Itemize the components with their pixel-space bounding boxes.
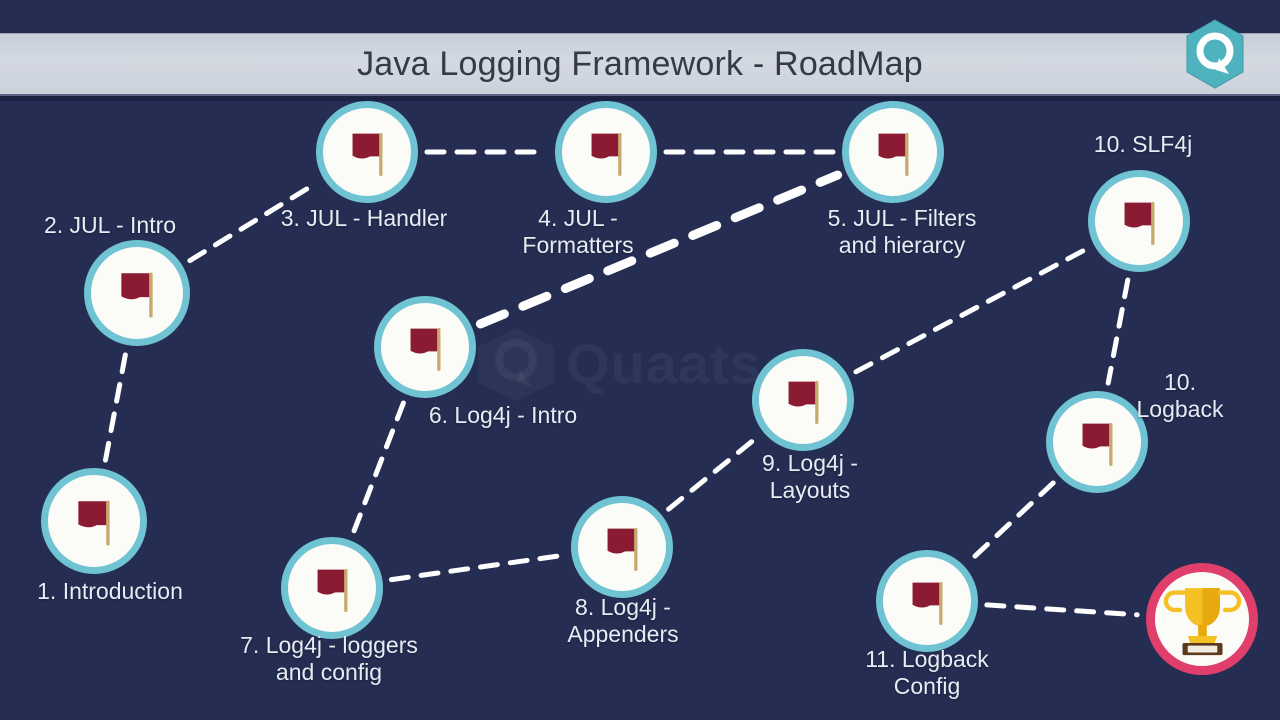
flag-icon	[410, 327, 440, 371]
roadmap-node-label-n11: 10. Logback	[1136, 369, 1224, 422]
flag-icon	[1124, 201, 1154, 245]
connector-n9-n10	[853, 246, 1089, 375]
trophy-icon	[1163, 587, 1241, 655]
roadmap-node-n4[interactable]	[555, 101, 657, 203]
roadmap-node-label-n3: 3. JUL - Handler	[280, 205, 448, 231]
title-bar: Java Logging Framework - RoadMap	[0, 33, 1280, 96]
connector-n12-n13	[984, 602, 1140, 618]
connector-n11-n12	[968, 480, 1056, 563]
flag-icon	[121, 272, 153, 318]
roadmap-node-n13[interactable]	[1146, 563, 1258, 675]
flag-icon	[78, 500, 110, 546]
roadmap-node-n11[interactable]	[1046, 391, 1148, 493]
flag-icon	[591, 132, 621, 176]
roadmap-node-label-n12: 11. Logback Config	[865, 646, 989, 699]
roadmap-node-label-n6: 6. Log4j - Intro	[428, 402, 578, 428]
roadmap-node-label-n8: 8. Log4j - Appenders	[567, 594, 679, 647]
connector-n10-n11	[1105, 277, 1131, 386]
connector-n2-n3	[187, 180, 319, 264]
page-title: Java Logging Framework - RoadMap	[357, 44, 923, 83]
roadmap-node-label-n1: 1. Introduction	[37, 578, 183, 604]
flag-icon	[607, 527, 637, 571]
flag-icon	[788, 380, 818, 424]
connector-n6-n5	[475, 170, 843, 329]
top-strip	[0, 0, 1280, 33]
roadmap-node-label-n7: 7. Log4j - loggers and config	[240, 632, 418, 685]
connector-n8-n9	[666, 435, 759, 512]
roadmap-node-n10[interactable]	[1088, 170, 1190, 272]
roadmap-node-n7[interactable]	[281, 537, 383, 639]
title-bar-shadow	[0, 96, 1280, 101]
roadmap-node-n9[interactable]	[752, 349, 854, 451]
roadmap-node-n3[interactable]	[316, 101, 418, 203]
roadmap-node-n1[interactable]	[41, 468, 147, 574]
roadmap-node-n2[interactable]	[84, 240, 190, 346]
roadmap-node-label-n2: 2. JUL - Intro	[43, 212, 177, 238]
hexagon-q-logo-icon	[1183, 18, 1247, 90]
flag-icon	[878, 132, 908, 176]
roadmap-node-label-n10: 10. SLF4j	[1093, 131, 1193, 157]
connector-n1-n2	[102, 351, 129, 463]
connector-n6-n7	[351, 400, 406, 535]
roadmap-node-n6[interactable]	[374, 296, 476, 398]
connector-n7-n8	[388, 552, 566, 583]
roadmap-node-label-n9: 9. Log4j - Layouts	[762, 450, 858, 503]
flag-icon	[1082, 422, 1112, 466]
flag-icon	[317, 568, 347, 612]
roadmap-node-n5[interactable]	[842, 101, 944, 203]
roadmap-node-n12[interactable]	[876, 550, 978, 652]
flag-icon	[912, 581, 942, 625]
roadmap-node-n8[interactable]	[571, 496, 673, 598]
roadmap-node-label-n4: 4. JUL - Formatters	[522, 205, 634, 258]
roadmap-node-label-n5: 5. JUL - Filters and hierarcy	[827, 205, 977, 258]
flag-icon	[352, 132, 382, 176]
